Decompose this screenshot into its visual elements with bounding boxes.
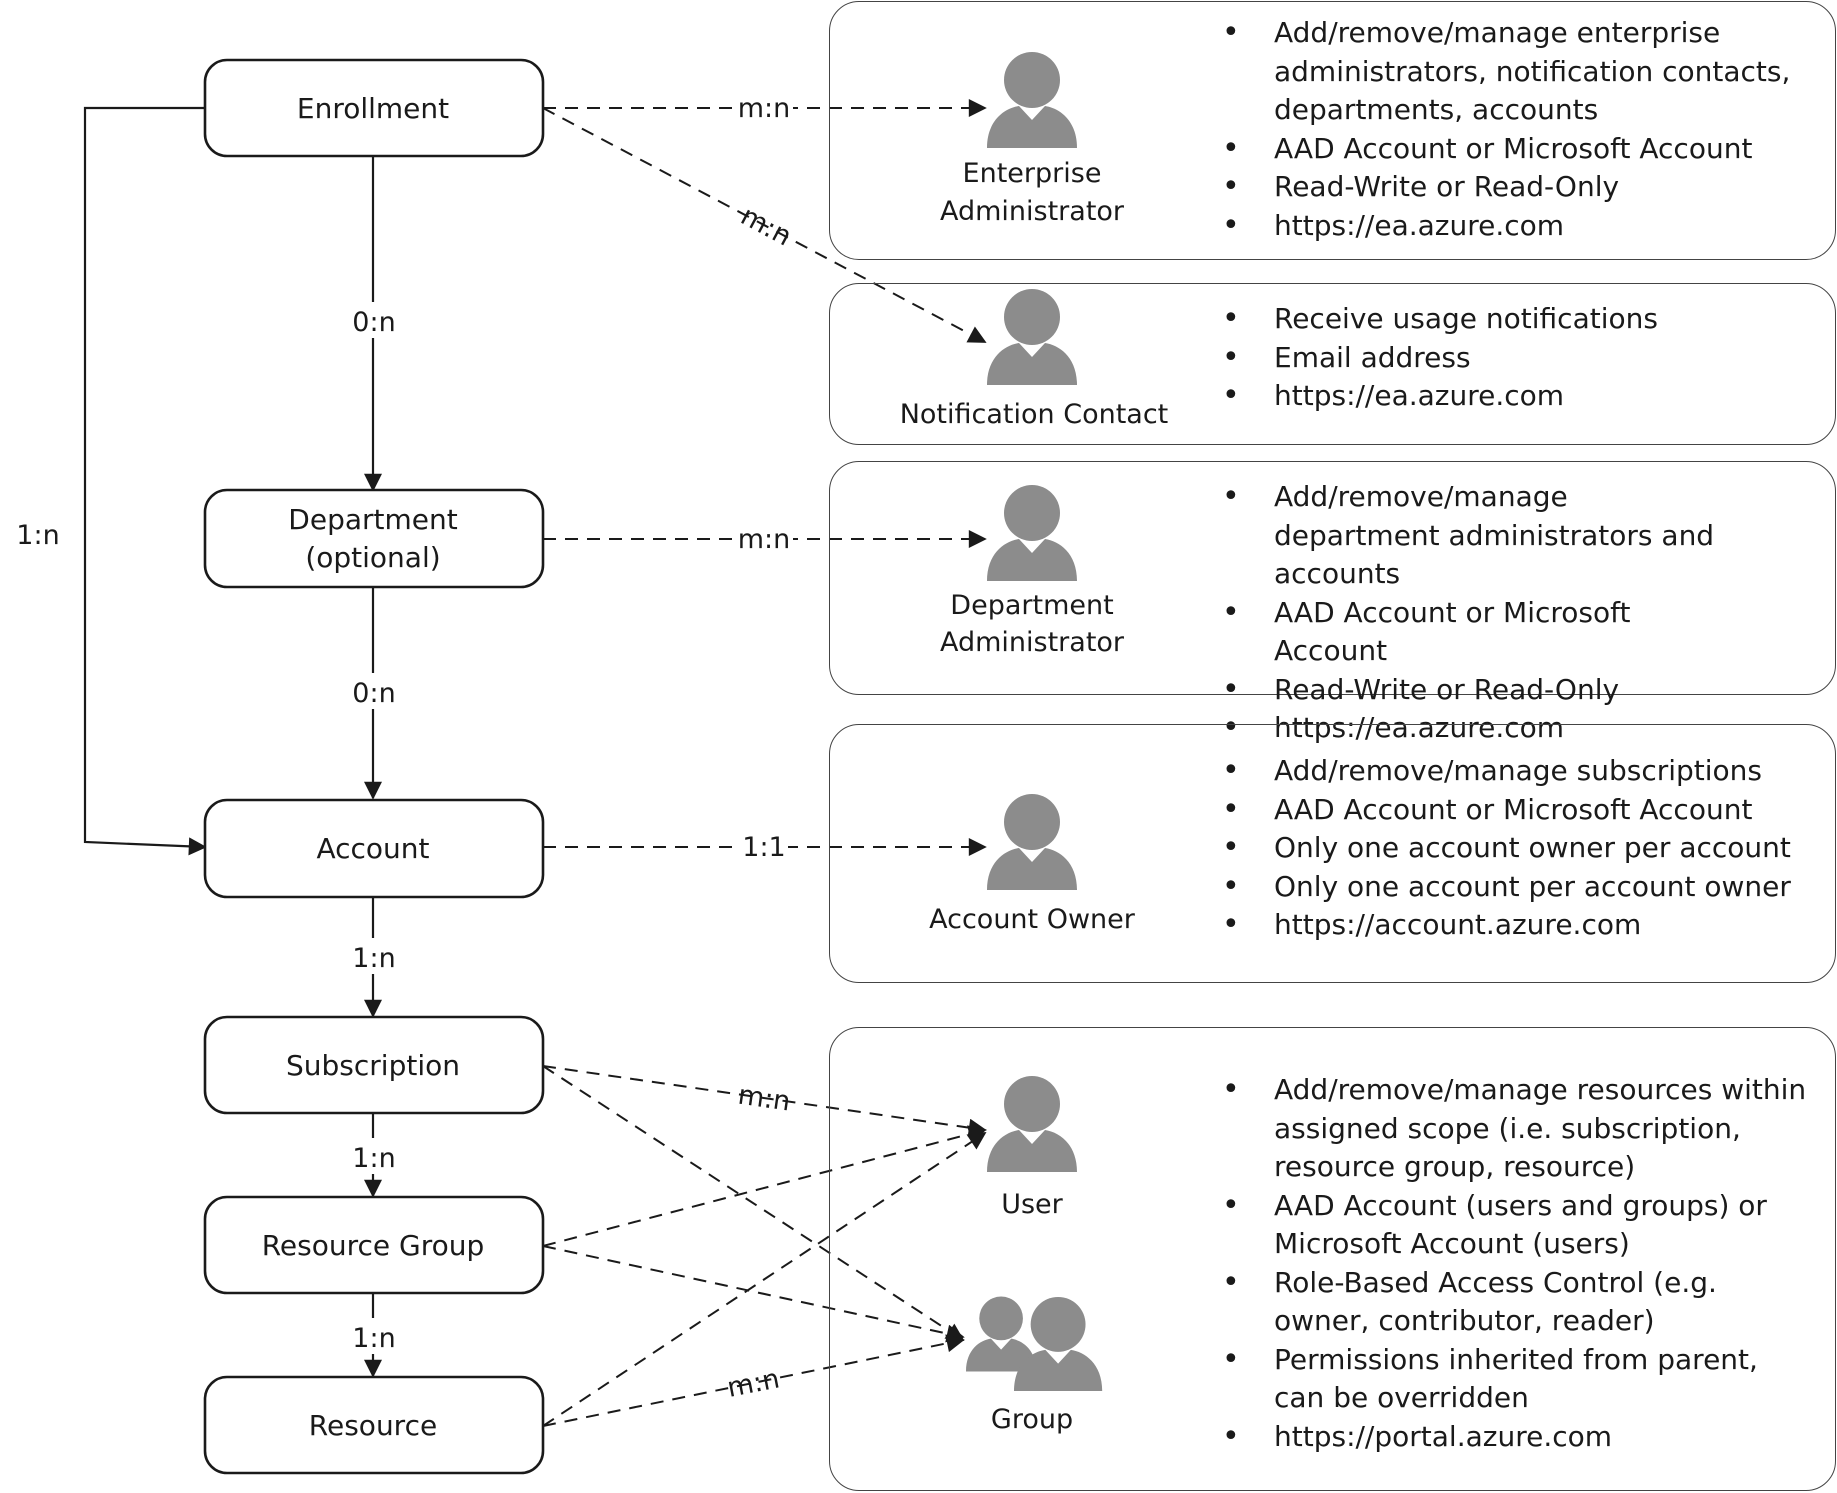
node-resource (203, 1375, 545, 1475)
bullet-item: AAD Account or Microsoft Account (1222, 130, 1802, 169)
node-account-label: Account (316, 832, 429, 865)
node-subscription-label: Subscription (286, 1049, 460, 1082)
panel-account-owner (829, 724, 1836, 983)
department-admin-label-line2: Administrator (940, 627, 1125, 658)
node-resource-label: Resource (309, 1409, 437, 1442)
bullet-item: https://ea.azure.com (1222, 709, 1742, 748)
enterprise-admin-label-line1: Enterprise (963, 158, 1102, 189)
edge-subscription-group (542, 1065, 965, 1341)
bullet-item: https://portal.azure.com (1222, 1418, 1807, 1457)
edge-resource-user (542, 1132, 987, 1427)
bullet-item: Role-Based Access Control (e.g. owner, c… (1222, 1264, 1807, 1341)
node-subscription (203, 1015, 545, 1115)
bullet-item: Add/remove/manage department administrat… (1222, 478, 1742, 594)
list-account-owner: Add/remove/manage subscriptionsAAD Accou… (1222, 752, 1822, 945)
node-department (203, 488, 545, 589)
bullet-item: Only one account per account owner (1222, 868, 1822, 907)
node-department-label-line1: Department (288, 503, 457, 536)
bullet-item: Email address (1222, 339, 1802, 378)
rel-resource-group: m:n (725, 1363, 782, 1403)
bullet-item: Only one account owner per account (1222, 829, 1822, 868)
bullet-item: https://ea.azure.com (1222, 207, 1802, 246)
bullet-item: Read-Write or Read-Only (1222, 671, 1742, 710)
edge-enrollment-account (83, 106, 207, 856)
edge-subscription-user (542, 1065, 987, 1137)
list-enterprise-admin: Add/remove/manage enterprise administrat… (1222, 14, 1802, 245)
rel-resource-group-resource: 1:n (352, 1323, 395, 1354)
rel-enrollment-account: 1:n (16, 520, 59, 551)
edge-enrollment-notification-contact (542, 107, 987, 343)
bullet-item: AAD Account (users and groups) or Micros… (1222, 1187, 1807, 1264)
account-owner-label: Account Owner (929, 904, 1136, 935)
bullet-item: AAD Account or Microsoft Account (1222, 594, 1742, 671)
bullet-item: Add/remove/manage resources within assig… (1222, 1071, 1807, 1187)
list-department-admin: Add/remove/manage department administrat… (1222, 478, 1742, 748)
edge-resource-group-icon (542, 1334, 965, 1427)
rel-account-subscription: 1:n (352, 943, 395, 974)
bullet-item: https://ea.azure.com (1222, 377, 1802, 416)
rel-department-account: 0:n (352, 678, 395, 709)
department-admin-label-line1: Department (950, 590, 1113, 621)
enterprise-admin-label-line2: Administrator (940, 196, 1125, 227)
rel-department-department-admin: m:n (738, 524, 791, 555)
node-account (203, 798, 545, 899)
edge-resource-group-group (542, 1245, 965, 1343)
bullet-item: AAD Account or Microsoft Account (1222, 791, 1822, 830)
panel-notification-contact (829, 283, 1836, 445)
bullet-item: Read-Write or Read-Only (1222, 168, 1802, 207)
list-user-group: Add/remove/manage resources within assig… (1222, 1071, 1807, 1456)
node-resource-group-label: Resource Group (262, 1229, 485, 1262)
bullet-item: Permissions inherited from parent, can b… (1222, 1341, 1807, 1418)
node-enrollment-label: Enrollment (297, 92, 449, 125)
bullet-item: Add/remove/manage subscriptions (1222, 752, 1822, 791)
user-label: User (1001, 1189, 1063, 1220)
rel-enrollment-department: 0:n (352, 307, 395, 338)
bullet-item: Receive usage notifications (1222, 300, 1802, 339)
notification-contact-label: Notification Contact (900, 399, 1169, 430)
group-label: Group (991, 1404, 1073, 1435)
rel-enrollment-enterprise-admin: m:n (738, 93, 791, 124)
list-notification-contact: Receive usage notificationsEmail address… (1222, 300, 1802, 416)
rel-account-account-owner: 1:1 (742, 832, 785, 863)
rel-subscription-user: m:n (736, 1080, 792, 1118)
rel-enrollment-notification-contact: m:n (736, 200, 797, 252)
panel-enterprise-admin (829, 1, 1836, 260)
panel-user-group (829, 1027, 1836, 1491)
edge-resource-group-user (542, 1125, 987, 1247)
node-department-label-line2: (optional) (305, 541, 440, 574)
bullet-item: https://account.azure.com (1222, 906, 1822, 945)
rel-subscription-resource-group: 1:n (352, 1143, 395, 1174)
node-resource-group (203, 1195, 545, 1295)
node-enrollment (203, 58, 545, 158)
bullet-item: Add/remove/manage enterprise administrat… (1222, 14, 1802, 130)
